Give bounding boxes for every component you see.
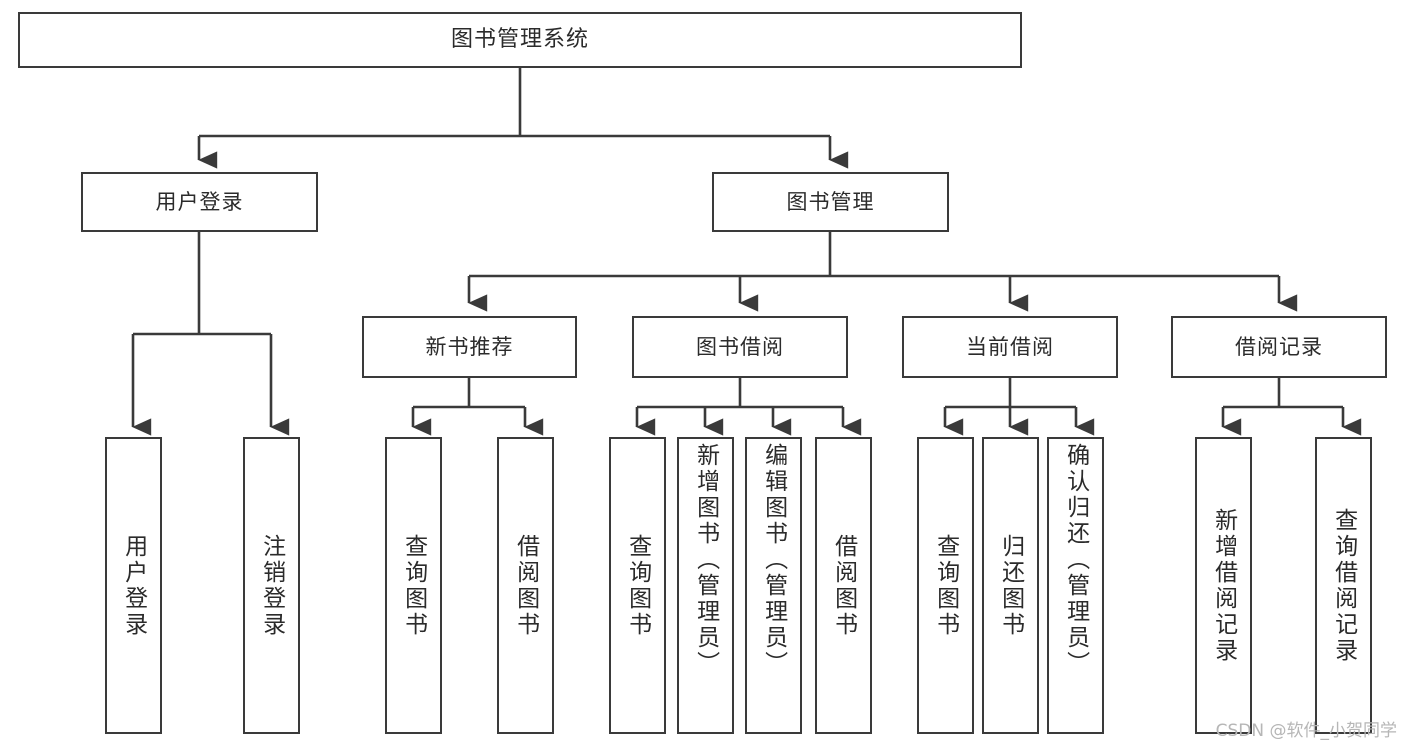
node-borrow-record[interactable]: 借阅记录	[1171, 316, 1387, 378]
node-label: 新增借阅记录	[1210, 507, 1237, 664]
watermark-text: CSDN @软件_小贺同学	[1215, 721, 1397, 741]
node-label: 图书借阅	[696, 334, 784, 359]
node-leaf-user-login[interactable]: 用户登录	[105, 437, 162, 734]
node-label: 借阅记录	[1235, 334, 1323, 359]
node-leaf-logout-login[interactable]: 注销登录	[243, 437, 300, 734]
node-label: 注销登录	[258, 533, 285, 638]
node-leaf-query-book-3[interactable]: 查询图书	[917, 437, 974, 734]
node-leaf-return-book[interactable]: 归还图书	[982, 437, 1039, 734]
node-label: 查询图书	[624, 533, 651, 638]
node-root-system[interactable]: 图书管理系统	[18, 12, 1022, 68]
node-leaf-edit-book[interactable]: 编辑图书（管理员）	[745, 437, 802, 734]
node-leaf-borrow-book-1[interactable]: 借阅图书	[497, 437, 554, 734]
node-label: 借阅图书	[512, 533, 539, 638]
node-label: 当前借阅	[966, 334, 1054, 359]
node-label: 新书推荐	[425, 334, 514, 359]
node-leaf-query-book-1[interactable]: 查询图书	[385, 437, 442, 734]
node-current-borrow[interactable]: 当前借阅	[902, 316, 1118, 378]
node-label: 图书管理系统	[450, 27, 589, 53]
node-label: 确认归还（管理员）	[1062, 443, 1089, 677]
node-leaf-query-book-2[interactable]: 查询图书	[609, 437, 666, 734]
node-label: 借阅图书	[830, 533, 857, 638]
node-label: 用户登录	[155, 189, 244, 214]
node-label: 查询图书	[932, 533, 959, 638]
node-leaf-add-book[interactable]: 新增图书（管理员）	[677, 437, 734, 734]
node-leaf-query-record[interactable]: 查询借阅记录	[1315, 437, 1372, 734]
node-leaf-confirm-return[interactable]: 确认归还（管理员）	[1047, 437, 1104, 734]
node-label: 用户登录	[120, 533, 147, 638]
node-label: 编辑图书（管理员）	[760, 443, 787, 677]
node-user-login[interactable]: 用户登录	[81, 172, 318, 232]
node-book-management[interactable]: 图书管理	[712, 172, 949, 232]
node-leaf-borrow-book-2[interactable]: 借阅图书	[815, 437, 872, 734]
node-label: 图书管理	[786, 189, 875, 214]
node-label: 查询图书	[400, 533, 427, 638]
node-label: 归还图书	[997, 533, 1024, 638]
node-new-book-recommend[interactable]: 新书推荐	[362, 316, 577, 378]
node-leaf-add-record[interactable]: 新增借阅记录	[1195, 437, 1252, 734]
node-book-borrow[interactable]: 图书借阅	[632, 316, 848, 378]
node-label: 新增图书（管理员）	[692, 443, 719, 677]
node-label: 查询借阅记录	[1330, 507, 1357, 664]
